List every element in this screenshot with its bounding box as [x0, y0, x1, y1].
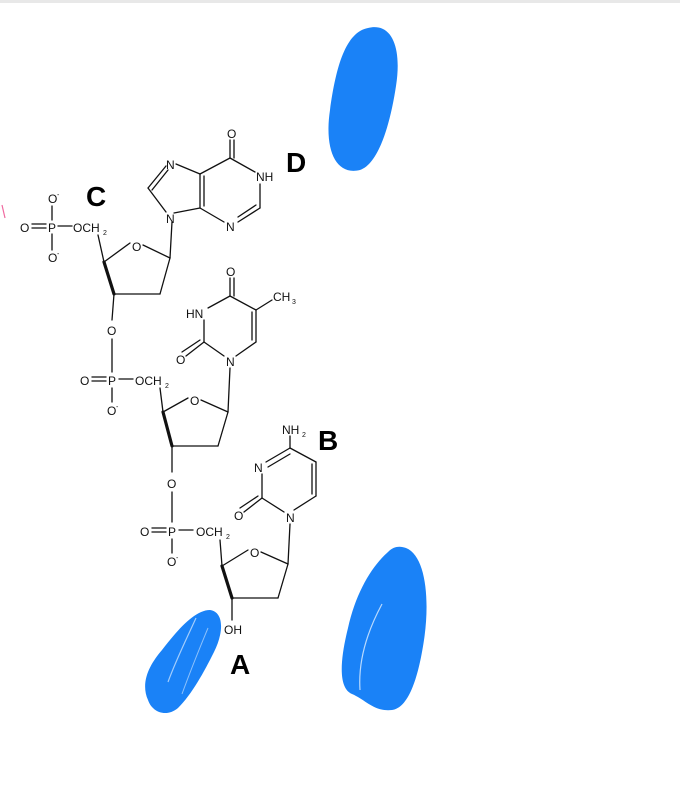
- amino-group: NH: [282, 423, 299, 437]
- label-c: C: [86, 181, 106, 212]
- top-border: [0, 0, 680, 3]
- ring-oxygen: O: [190, 394, 199, 408]
- deoxyribose-sugar-2: O O: [159, 367, 231, 523]
- och2-group: OCH: [196, 525, 223, 539]
- pyrimidine-base-thymine: N O HN O CH 3: [176, 265, 296, 369]
- oxygen-atom: O: [20, 221, 29, 235]
- phosphorus-atom: P: [108, 374, 116, 388]
- label-d: D: [286, 147, 306, 178]
- oxygen-atom: O: [140, 525, 149, 539]
- bridge-oxygen: O: [167, 477, 176, 491]
- phosphate-group-5prime: P O O - O - OCH 2: [20, 192, 107, 265]
- n7-atom: N: [166, 158, 175, 172]
- n3-atom: N: [254, 461, 263, 475]
- oxygen-atom: O: [167, 555, 176, 569]
- pyrimidine-base-cytosine: N O N NH 2: [234, 423, 317, 525]
- n3-atom: N: [226, 220, 235, 234]
- oxygen-atom: O: [107, 404, 116, 418]
- hn-group: HN: [186, 307, 203, 321]
- svg-text:-: -: [116, 404, 119, 411]
- oxygen-atom: O: [80, 374, 89, 388]
- phosphate-group-3: P O O - OCH 2: [140, 525, 230, 569]
- svg-text:2: 2: [165, 383, 169, 390]
- n9-atom: N: [166, 212, 175, 226]
- ring-oxygen: O: [250, 546, 259, 560]
- oxygen-atom: O: [48, 251, 57, 265]
- och2-group: OCH: [73, 221, 100, 235]
- carbonyl-oxygen: O: [176, 353, 185, 367]
- svg-text:-: -: [176, 555, 179, 562]
- svg-text:2: 2: [103, 230, 107, 237]
- carbonyl-oxygen: O: [226, 265, 235, 279]
- svg-text:3: 3: [292, 299, 296, 306]
- carbonyl-oxygen: O: [234, 509, 243, 523]
- methyl-group: CH: [273, 290, 290, 304]
- n1-atom: N: [286, 511, 295, 525]
- n1-atom: N: [226, 355, 235, 369]
- redaction-scribble-bottom-right: [341, 546, 427, 711]
- deoxyribose-sugar-1: O O: [97, 221, 173, 373]
- svg-text:-: -: [57, 251, 60, 258]
- label-a: A: [230, 649, 250, 680]
- redaction-scribble-bottom-left: [145, 610, 222, 714]
- och2-group: OCH: [135, 374, 162, 388]
- oxygen-atom: O: [48, 192, 57, 206]
- phosphate-group-2: P O O - OCH 2: [80, 374, 169, 418]
- svg-text:2: 2: [302, 432, 306, 439]
- hydroxyl-3prime: OH: [224, 623, 242, 637]
- phosphorus-atom: P: [48, 221, 56, 235]
- deoxyribose-sugar-3: O OH: [219, 523, 291, 637]
- ring-oxygen: O: [132, 240, 141, 254]
- label-b: B: [318, 425, 338, 456]
- edge-mark: [1, 204, 6, 219]
- carbonyl-oxygen: O: [227, 127, 236, 141]
- svg-text:-: -: [57, 192, 60, 199]
- svg-text:2: 2: [226, 534, 230, 541]
- purine-base: N N O NH N: [147, 127, 273, 234]
- redaction-scribble-top: [328, 27, 398, 171]
- nh-group: NH: [256, 170, 273, 184]
- phosphorus-atom: P: [168, 525, 176, 539]
- bridge-oxygen: O: [107, 324, 116, 338]
